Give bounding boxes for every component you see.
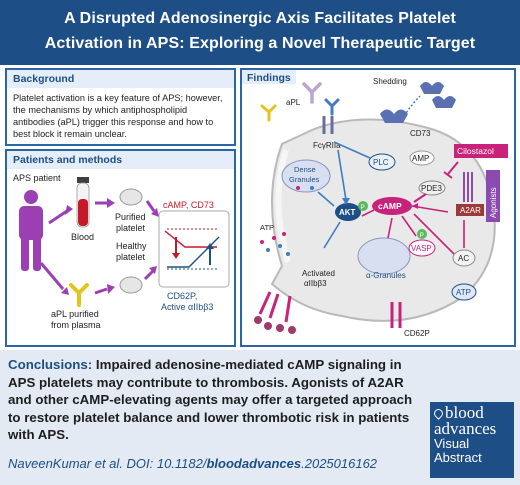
fcyr-label: FcγRIIa bbox=[313, 141, 341, 150]
cd73-receptor-icon bbox=[380, 109, 408, 123]
atp-right-node bbox=[451, 283, 477, 301]
apl-antibody-blue-icon bbox=[324, 98, 340, 116]
journal-logo: blood advances Visual Abstract bbox=[430, 402, 514, 478]
apl-purified-label-1: aPL purified bbox=[51, 309, 99, 319]
a2ar-label: A2AR bbox=[460, 206, 481, 215]
ac-node bbox=[452, 249, 476, 267]
alpha-granules bbox=[357, 237, 411, 275]
akt-phospho-icon bbox=[358, 201, 368, 211]
alpha-granules-label: α-Granules bbox=[366, 271, 406, 280]
activated-label-2: αIIbβ3 bbox=[304, 279, 327, 288]
dense-granules bbox=[281, 159, 331, 193]
logo-visual-text: Visual bbox=[434, 436, 470, 451]
patients-methods-panel: Patients and methods APS patient Blood P… bbox=[5, 149, 236, 347]
conclusions-text: Impaired adenosine-mediated cAMP signali… bbox=[8, 357, 413, 442]
purified-platelet-label-2: platelet bbox=[116, 223, 146, 233]
blood-tube-icon bbox=[76, 177, 90, 228]
plc-label: PLC bbox=[373, 158, 389, 167]
camp-node bbox=[372, 197, 412, 215]
citation-journal: bloodadvances bbox=[206, 456, 302, 471]
title-line-1: A Disrupted Adenosinergic Axis Facilitat… bbox=[64, 10, 456, 27]
logo-abstract-text: Abstract bbox=[434, 450, 482, 465]
akt-node bbox=[335, 203, 361, 221]
logo-advances-text: advances bbox=[434, 419, 497, 438]
pde3-label: PDE3 bbox=[421, 184, 442, 193]
cilostazol-badge bbox=[454, 144, 508, 158]
apl-antibody-icon bbox=[69, 283, 89, 307]
patients-methods-diagram: APS patient Blood Purified platelet Heal… bbox=[13, 173, 230, 330]
ac-label: AC bbox=[458, 254, 469, 263]
background-panel: Background Platelet activation is a key … bbox=[5, 68, 236, 146]
dense-granules-label-2: Granules bbox=[289, 175, 320, 184]
amp-node bbox=[409, 150, 435, 166]
camp-cd73-label: cAMP, CD73 bbox=[163, 200, 214, 210]
findings-heading: Findings bbox=[247, 72, 291, 84]
dense-granules-label-1: Dense bbox=[294, 165, 316, 174]
cd62p-label: CD62P, bbox=[167, 291, 197, 301]
agonists-badge bbox=[486, 170, 500, 222]
arrow-to-blood-icon bbox=[48, 209, 68, 225]
atp-right-label: ATP bbox=[456, 288, 471, 297]
cd73-label: CD73 bbox=[410, 129, 431, 138]
patients-methods-heading: Patients and methods bbox=[7, 151, 234, 169]
logo-blood-text: blood bbox=[445, 403, 484, 422]
integrin-receptor-icon bbox=[258, 291, 292, 323]
cd73-shed-icon bbox=[420, 82, 456, 108]
akt-label: AKT bbox=[339, 208, 356, 217]
vasp-p-label: P bbox=[420, 232, 424, 239]
apl-antibody-small-icon bbox=[260, 104, 277, 122]
blood-drop-icon bbox=[432, 407, 445, 420]
aps-patient-label: APS patient bbox=[13, 173, 61, 183]
background-text: Platelet activation is a key feature of … bbox=[13, 93, 223, 139]
plc-node bbox=[368, 153, 396, 171]
citation-prefix: NaveenKumar et al. DOI: 10.1182/ bbox=[8, 456, 207, 471]
patient-figure-icon bbox=[19, 190, 43, 271]
findings-panel: Findings aPL FcγRIIa Shedding CD73 bbox=[240, 68, 516, 347]
title-line-2: Activation in APS: Exploring a Novel The… bbox=[44, 35, 476, 52]
purified-platelet-label-1: Purified bbox=[115, 212, 146, 222]
healthy-platelet-icon bbox=[119, 276, 143, 294]
findings-diagram: Findings aPL FcγRIIa Shedding CD73 bbox=[242, 70, 508, 338]
shedding-label: Shedding bbox=[373, 77, 407, 86]
amp-label: AMP bbox=[412, 154, 429, 163]
background-heading: Background bbox=[7, 70, 234, 88]
vasp-node bbox=[408, 239, 436, 257]
a2ar-receptor-icon bbox=[463, 172, 473, 202]
apl-label: aPL bbox=[286, 98, 301, 107]
pde3-node bbox=[418, 180, 446, 196]
camp-label: cAMP bbox=[378, 201, 402, 211]
apl-antibody-icon bbox=[302, 82, 322, 104]
active-aiib-label: Active αIIbβ3 bbox=[161, 302, 213, 312]
healthy-platelet-label-1: Healthy bbox=[116, 241, 147, 251]
healthy-platelet-label-2: platelet bbox=[116, 252, 146, 262]
conclusions-text-block: Conclusions: Impaired adenosine-mediated… bbox=[8, 356, 428, 444]
atp-release-dots-icon bbox=[260, 232, 290, 256]
purified-platelet-icon bbox=[119, 188, 143, 206]
fcyr-receptor-icon bbox=[322, 116, 334, 134]
conclusions-label: Conclusions: bbox=[8, 357, 93, 372]
vasp-label: VASP bbox=[411, 244, 432, 253]
cd62p-findings-label: CD62P bbox=[404, 329, 430, 338]
apl-purified-label-2: from plasma bbox=[51, 320, 101, 330]
fibrinogen-icon bbox=[254, 316, 296, 334]
citation[interactable]: NaveenKumar et al. DOI: 10.1182/bloodadv… bbox=[8, 456, 377, 471]
activated-label-1: Activated bbox=[302, 269, 335, 278]
a2ar-badge bbox=[456, 204, 484, 216]
cilostazol-label: Cilostazol bbox=[457, 146, 494, 156]
blood-label: Blood bbox=[71, 232, 94, 242]
citation-suffix: .2025016162 bbox=[301, 456, 378, 471]
akt-p-label: P bbox=[361, 204, 365, 211]
title-banner: A Disrupted Adenosinergic Axis Facilitat… bbox=[0, 0, 520, 65]
agonists-label: Agonists bbox=[489, 187, 498, 218]
atp-left-label: ATP bbox=[260, 223, 274, 232]
cd62p-receptor-icon bbox=[390, 302, 402, 328]
conclusions-footer: Conclusions: Impaired adenosine-mediated… bbox=[0, 350, 520, 485]
result-box: cAMP, CD73 CD62P, Active αIIbβ3 bbox=[158, 200, 230, 312]
